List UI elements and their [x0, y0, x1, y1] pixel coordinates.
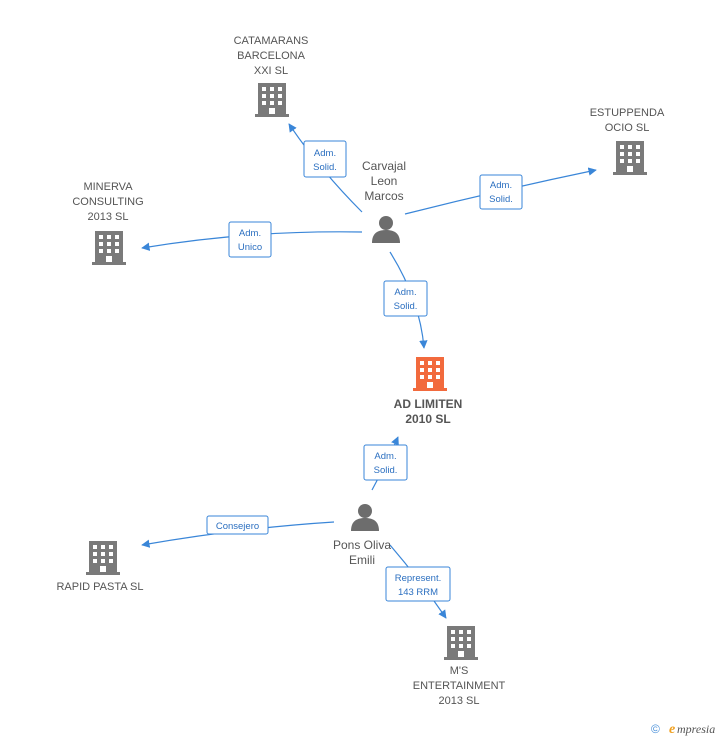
edge-label-carvajal-minerva[interactable]: Adm. Unico: [228, 221, 272, 258]
company-label-line-1: ESTUPPENDA: [590, 107, 665, 119]
company-label-line-3: XXI SL: [254, 65, 288, 77]
edge-label-carvajal-catamarans[interactable]: Adm. Solid.: [303, 140, 347, 178]
person-icon: [372, 216, 400, 243]
building-icon: [255, 83, 289, 117]
footer-brand: © e mpresia: [651, 722, 715, 737]
company-label-line-2: 2010 SL: [405, 412, 450, 426]
company-label-line-2: OCIO SL: [605, 122, 650, 134]
edge-label-line-1: Adm.: [394, 287, 416, 298]
company-label-line-3: 2013 SL: [88, 211, 129, 223]
edge-label-line-2: Solid.: [374, 465, 398, 476]
edge-label-pons-ms[interactable]: Represent. 143 RRM: [385, 566, 451, 602]
person-label-line-2: Emili: [349, 553, 375, 567]
company-node-ms-entertainment[interactable]: M'S ENTERTAINMENT 2013 SL: [413, 626, 506, 707]
edge-label-carvajal-estuppenda[interactable]: Adm. Solid.: [479, 174, 523, 210]
edge-label-pons-adlimiten[interactable]: Adm. Solid.: [363, 444, 408, 481]
person-label-line-1: Pons Oliva: [333, 538, 391, 552]
company-label-line-3: 2013 SL: [439, 695, 480, 707]
edge-label-line-2: Solid.: [489, 194, 513, 205]
edge-label-line-1: Consejero: [216, 521, 259, 532]
copyright-symbol: ©: [651, 722, 660, 736]
company-node-rapid-pasta[interactable]: RAPID PASTA SL: [56, 541, 144, 593]
company-label-line-2: CONSULTING: [72, 196, 143, 208]
person-label-line-2: Leon: [371, 174, 398, 188]
edge-label-line-2: Unico: [238, 242, 262, 253]
building-icon: [92, 231, 126, 265]
person-label-line-3: Marcos: [364, 189, 403, 203]
edge-label-line-1: Adm.: [239, 228, 261, 239]
company-label-line-1: RAPID PASTA SL: [56, 581, 143, 593]
edge-label-line-2: 143 RRM: [398, 587, 438, 598]
company-node-estuppenda[interactable]: ESTUPPENDA OCIO SL: [590, 107, 665, 175]
company-label-line-1: M'S: [450, 665, 469, 677]
building-icon: [413, 357, 447, 391]
company-node-catamarans[interactable]: CATAMARANS BARCELONA XXI SL: [234, 35, 309, 117]
edge-label-line-2: Solid.: [313, 162, 337, 173]
edge-label-line-1: Adm.: [490, 180, 512, 191]
company-label-line-2: ENTERTAINMENT: [413, 680, 506, 692]
company-label-line-1: AD LIMITEN: [394, 397, 463, 411]
edge-label-line-1: Represent.: [395, 573, 441, 584]
person-node-carvajal[interactable]: Carvajal Leon Marcos: [362, 159, 406, 243]
company-label-line-1: CATAMARANS: [234, 35, 309, 47]
building-icon: [613, 141, 647, 175]
building-icon: [444, 626, 478, 660]
company-label-line-1: MINERVA: [83, 181, 133, 193]
company-label-line-2: BARCELONA: [237, 50, 306, 62]
person-node-pons[interactable]: Pons Oliva Emili: [333, 504, 391, 567]
person-label-line-1: Carvajal: [362, 159, 406, 173]
edge-label-line-2: Solid.: [394, 301, 418, 312]
person-icon: [351, 504, 379, 531]
edge-label-line-1: Adm.: [374, 451, 396, 462]
edge-label-pons-rapidpasta[interactable]: Consejero: [206, 515, 269, 535]
brand-logo-initial: e: [669, 722, 675, 737]
edge-label-carvajal-adlimiten[interactable]: Adm. Solid.: [383, 280, 428, 317]
brand-logo-text: mpresia: [677, 722, 715, 736]
company-node-ad-limiten[interactable]: AD LIMITEN 2010 SL: [394, 357, 463, 426]
company-node-minerva[interactable]: MINERVA CONSULTING 2013 SL: [72, 181, 144, 265]
edge-label-line-1: Adm.: [314, 148, 336, 159]
building-icon: [86, 541, 120, 575]
